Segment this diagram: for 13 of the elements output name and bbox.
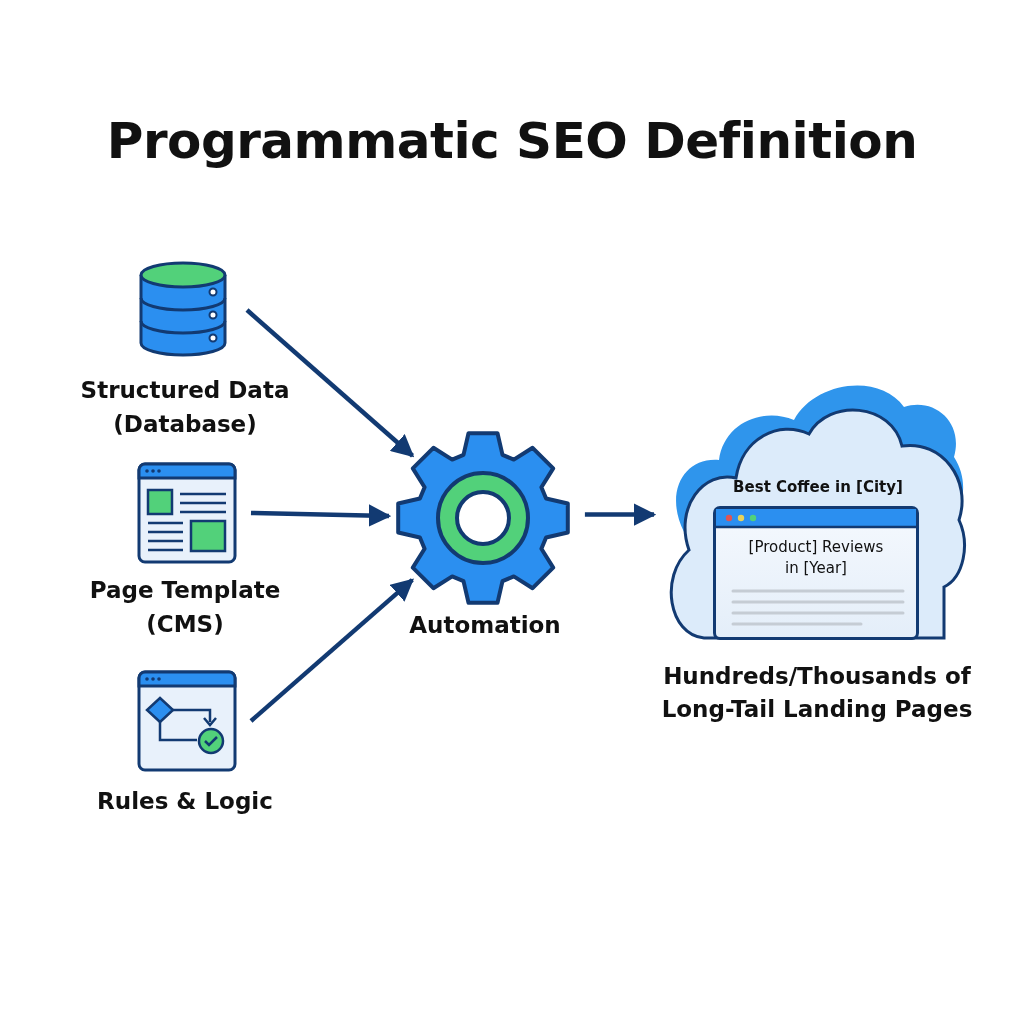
node-label: Structured Data (Database) [79,376,291,439]
arrow [584,503,657,526]
diagram-title: Programmatic SEO Definition [105,112,919,170]
node-label: Rules & Logic [96,787,274,816]
node-caption: Hundreds/Thousands of Long-Tail Landing Pages [660,662,974,724]
cloud-heading: Best Coffee in [City] [732,478,904,496]
browser-window [713,506,919,640]
node-label: Page Template (CMS) [88,576,282,639]
window-heading: [Product] Reviews in [Year] [747,537,885,579]
arrow [245,308,415,458]
node-label: Automation [408,611,562,640]
arrow [250,504,392,527]
arrow [249,578,414,723]
